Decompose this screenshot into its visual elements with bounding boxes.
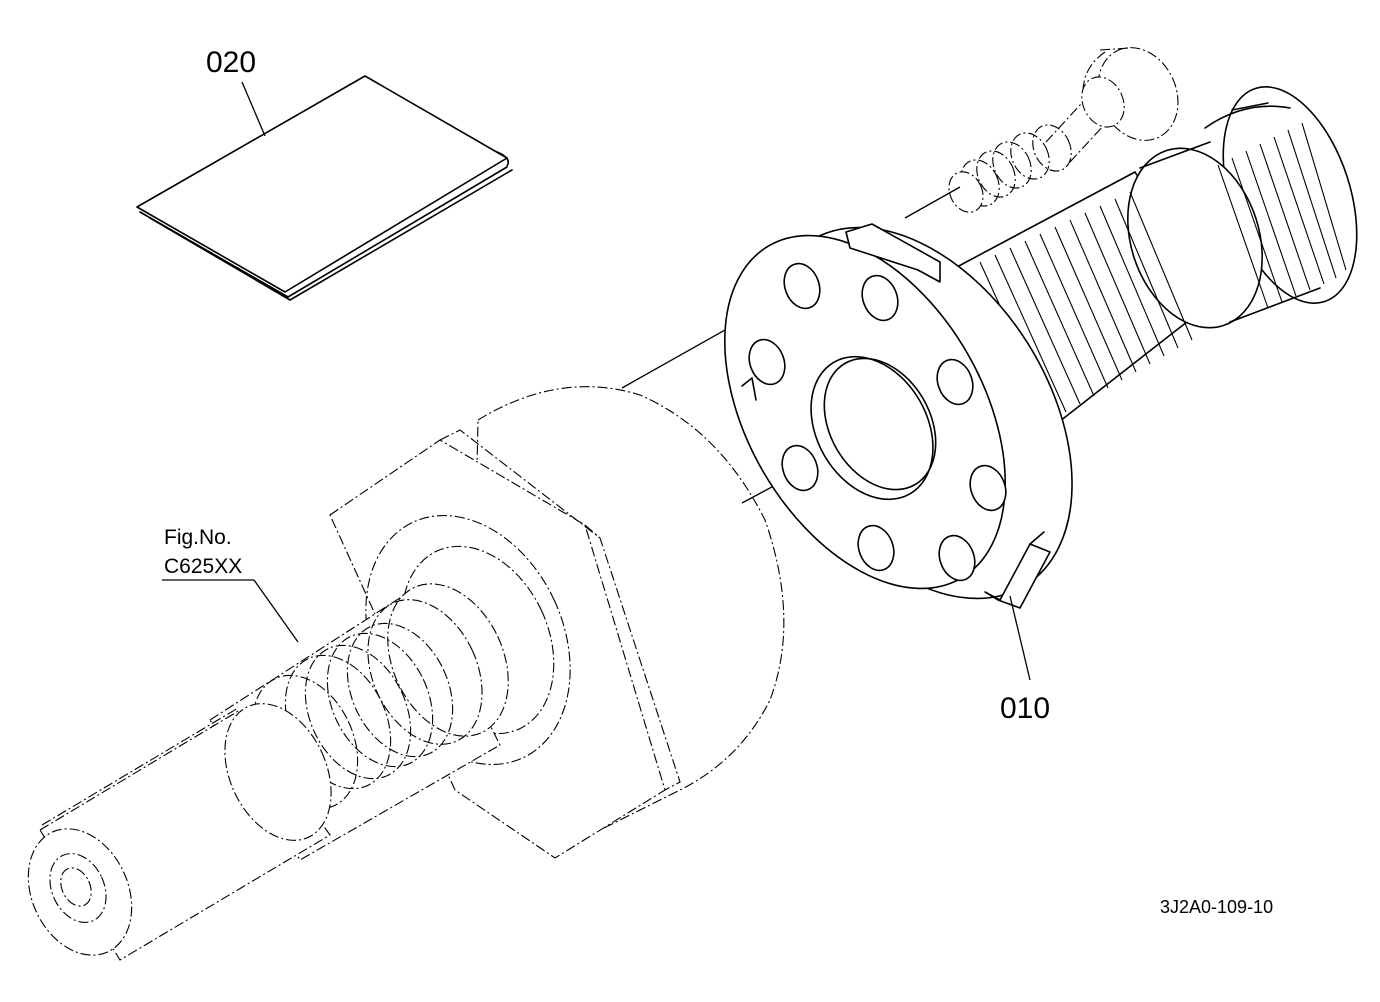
callout-010-label: 010 [1000, 692, 1050, 725]
housing-assembly [27, 386, 785, 961]
bolt-part [948, 47, 1179, 213]
booklet-020 [136, 75, 513, 301]
spline-grooves [979, 122, 1347, 421]
figure-reference: Fig.No. C625XX [162, 526, 299, 643]
figure-reference-line2: C625XX [164, 555, 242, 578]
callout-020: 020 [206, 46, 266, 137]
flange-010 [723, 223, 1073, 609]
bolt-holes [748, 262, 1007, 582]
drawing-code: 3J2A0-109-10 [1160, 897, 1273, 917]
callout-020-label: 020 [206, 46, 256, 79]
figure-reference-line1: Fig.No. [164, 526, 232, 549]
callout-010: 010 [1000, 595, 1050, 725]
flange-tabs [741, 223, 1051, 609]
